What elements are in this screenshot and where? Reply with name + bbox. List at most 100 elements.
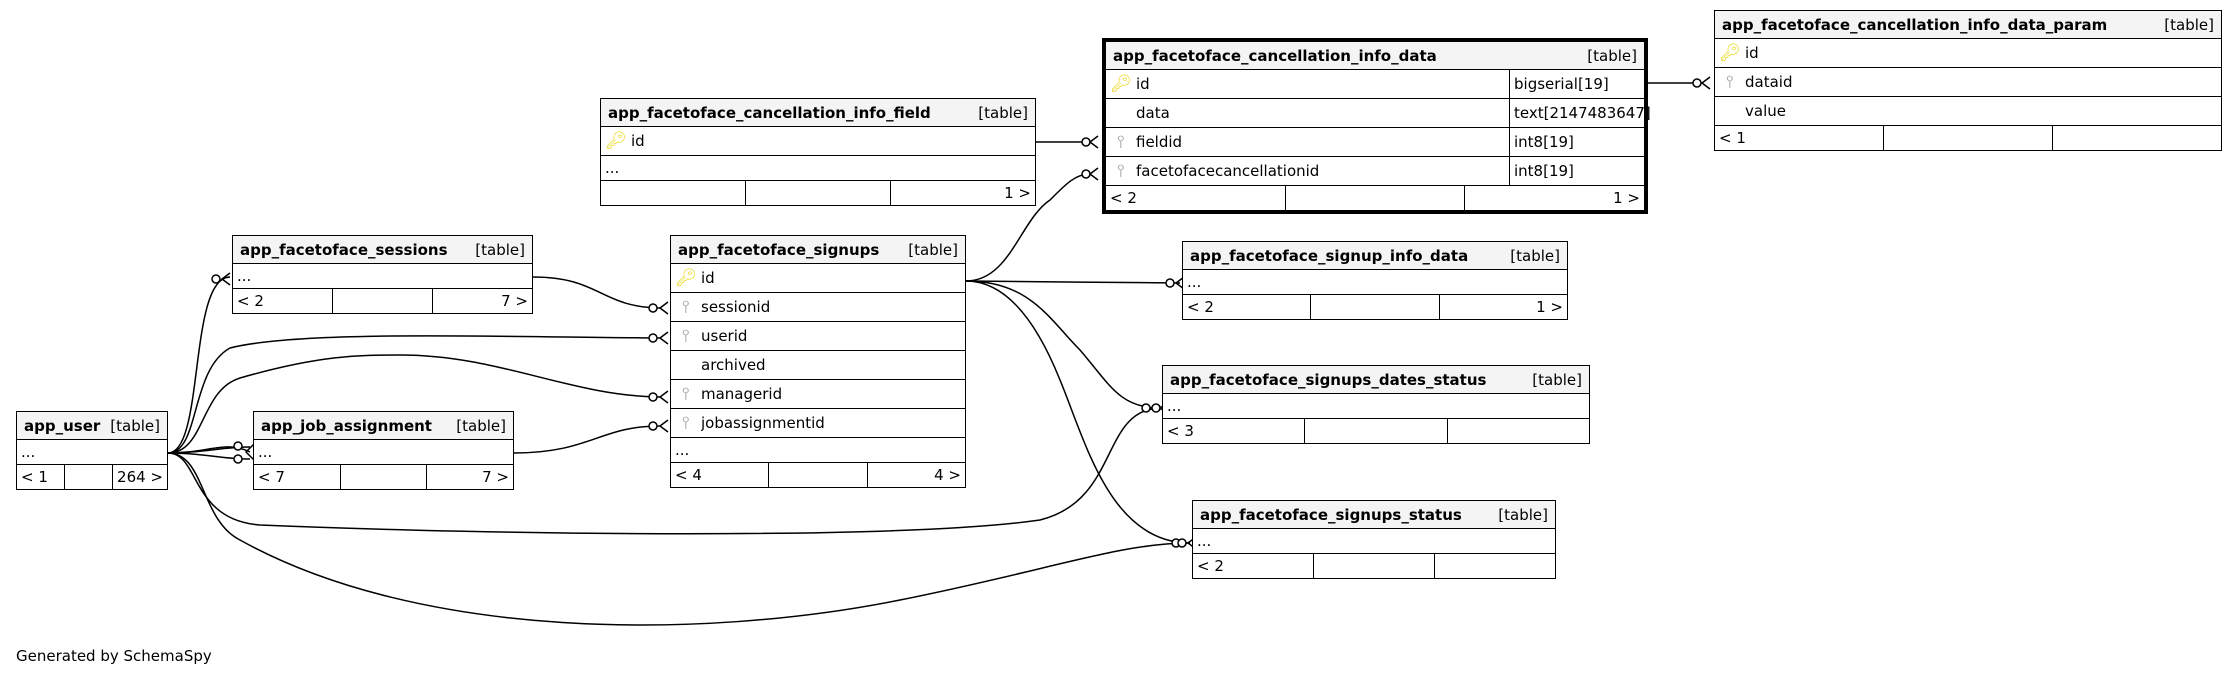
table-name: app_facetoface_signups_dates_status — [1170, 370, 1487, 389]
column-name: data — [1136, 104, 1170, 122]
key-icon: 🔑︎ — [605, 131, 627, 151]
column-type: int8[19] — [1509, 157, 1574, 185]
table-name: app_facetoface_signup_info_data — [1190, 246, 1469, 265]
children-count: 1 > — [890, 181, 1035, 205]
edge-user-to-sessions — [167, 276, 231, 454]
table-type: [table] — [908, 240, 958, 259]
column-name: id — [631, 132, 645, 150]
edge-user-to-signups-userid — [167, 335, 661, 454]
table-user[interactable]: app_user [table] ... < 1 264 > — [16, 411, 168, 490]
table-name: app_facetoface_cancellation_info_data — [1113, 46, 1437, 65]
crowfoot-job-assignment — [233, 441, 255, 464]
foreign-key-icon: ⫯ — [1117, 161, 1125, 181]
edge-user-to-dates-status — [167, 407, 1161, 535]
column-row[interactable]: ⫯ fieldid int8[19] — [1106, 128, 1644, 157]
crowfoot-data-cancellationid — [1081, 167, 1099, 181]
column-row[interactable]: archived — [671, 351, 965, 380]
table-footer: < 2 — [1193, 554, 1555, 578]
children-count: 7 > — [432, 289, 532, 313]
table-type: [table] — [475, 240, 525, 259]
column-name: id — [1136, 75, 1150, 93]
table-footer: < 4 4 > — [671, 463, 965, 487]
crowfoot-signups-sessionid — [648, 301, 669, 315]
column-name: dataid — [1745, 73, 1793, 91]
column-name: userid — [701, 327, 748, 345]
table-name: app_facetoface_signups — [678, 240, 880, 259]
crowfoot-signup-info — [1165, 276, 1185, 290]
children-count: 1 > — [1464, 186, 1644, 210]
more-columns: ... — [17, 440, 167, 465]
column-row[interactable]: ⫯ dataid — [1715, 68, 2221, 97]
table-footer: < 1 — [1715, 126, 2221, 150]
column-name: value — [1745, 102, 1786, 120]
table-type: [table] — [456, 416, 506, 435]
more-columns: ... — [601, 156, 1035, 181]
table-cancellation-info-data-param[interactable]: app_facetoface_cancellation_info_data_pa… — [1714, 10, 2222, 151]
foreign-key-icon: ⫯ — [682, 413, 690, 433]
table-type: [table] — [1510, 246, 1560, 265]
table-type: [table] — [1532, 370, 1582, 389]
table-type: [table] — [110, 416, 160, 435]
table-footer: < 2 1 > — [1106, 186, 1644, 210]
edge-sessions-to-signups — [532, 276, 661, 309]
column-row[interactable]: 🔑︎ id — [601, 127, 1035, 156]
crowfoot-data-fieldid — [1081, 135, 1099, 149]
more-columns: ... — [671, 438, 965, 463]
column-row[interactable]: value — [1715, 97, 2221, 126]
column-type: bigserial[19] — [1509, 70, 1609, 98]
foreign-key-icon: ⫯ — [1726, 72, 1734, 92]
children-count: 1 > — [1438, 295, 1567, 319]
table-signups-status[interactable]: app_facetoface_signups_status [table] ..… — [1192, 500, 1556, 579]
crowfoot-signups-userid — [648, 331, 669, 345]
column-row[interactable]: 🔑︎ id — [1715, 39, 2221, 68]
table-footer: < 3 — [1163, 419, 1589, 443]
more-columns: ... — [254, 440, 513, 465]
column-row[interactable]: 🔑︎ id bigserial[19] — [1106, 70, 1644, 99]
column-row[interactable]: ⫯ jobassignmentid — [671, 409, 965, 438]
column-name: id — [1745, 44, 1759, 62]
column-row[interactable]: data text[2147483647] — [1106, 99, 1651, 128]
table-signups-dates-status[interactable]: app_facetoface_signups_dates_status [tab… — [1162, 365, 1590, 444]
table-type: [table] — [1498, 505, 1548, 524]
table-name: app_facetoface_cancellation_info_field — [608, 103, 931, 122]
column-type: text[2147483647] — [1509, 99, 1651, 127]
table-footer: < 2 1 > — [1183, 295, 1567, 319]
column-name: id — [701, 269, 715, 287]
table-cancellation-info-data[interactable]: app_facetoface_cancellation_info_data [t… — [1102, 38, 1651, 214]
table-job-assignment[interactable]: app_job_assignment [table] ... < 7 7 > — [253, 411, 514, 490]
children-count: 264 > — [112, 465, 167, 489]
table-name: app_job_assignment — [261, 416, 432, 435]
edge-signups-to-dates-status — [965, 280, 1161, 409]
column-row[interactable]: ⫯ managerid — [671, 380, 965, 409]
table-footer: < 7 7 > — [254, 465, 513, 489]
table-footer: < 1 264 > — [17, 465, 167, 489]
key-icon: 🔑︎ — [1110, 74, 1132, 94]
column-row[interactable]: ⫯ userid — [671, 322, 965, 351]
table-name: app_user — [24, 416, 101, 435]
key-icon: 🔑︎ — [675, 268, 697, 288]
crowfoot-sessions — [211, 272, 231, 286]
column-row[interactable]: ⫯ sessionid — [671, 293, 965, 322]
edge-user-to-signups-managerid — [167, 354, 661, 454]
column-row[interactable]: 🔑︎ id — [671, 264, 965, 293]
table-type: [table] — [2164, 15, 2214, 34]
column-name: archived — [701, 356, 766, 374]
foreign-key-icon: ⫯ — [1117, 132, 1125, 152]
column-row[interactable]: ⫯ facetofacecancellationid int8[19] — [1106, 157, 1644, 186]
foreign-key-icon: ⫯ — [682, 297, 690, 317]
column-name: sessionid — [701, 298, 771, 316]
key-icon: 🔑︎ — [1719, 43, 1741, 63]
crowfoot-signups-jobassignmentid — [648, 419, 669, 433]
table-sessions[interactable]: app_facetoface_sessions [table] ... < 2 … — [232, 235, 533, 314]
table-signups[interactable]: app_facetoface_signups [table] 🔑︎ id ⫯ s… — [670, 235, 966, 488]
table-type: [table] — [978, 103, 1028, 122]
children-count: 4 > — [866, 463, 965, 487]
table-name: app_facetoface_sessions — [240, 240, 448, 259]
table-name: app_facetoface_signups_status — [1200, 505, 1462, 524]
edge-signups-to-data — [965, 173, 1091, 282]
table-cancellation-info-field[interactable]: app_facetoface_cancellation_info_field [… — [600, 98, 1036, 206]
table-type: [table] — [1587, 46, 1637, 65]
table-signup-info-data[interactable]: app_facetoface_signup_info_data [table] … — [1182, 241, 1568, 320]
table-name: app_facetoface_cancellation_info_data_pa… — [1722, 15, 2108, 34]
